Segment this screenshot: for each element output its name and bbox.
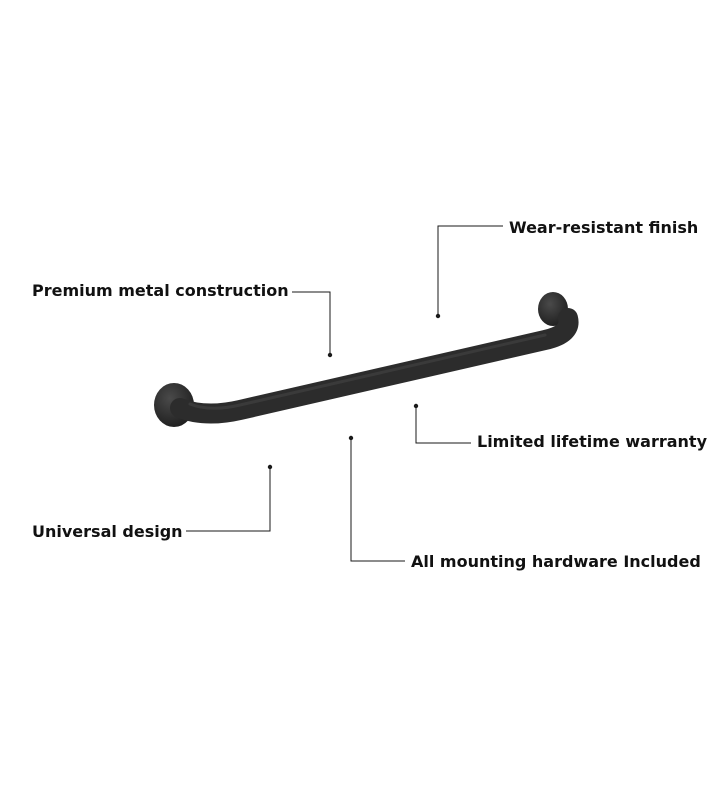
callout-dot-lifetime-warranty [413, 403, 419, 409]
callout-dot-premium-metal [327, 352, 333, 358]
leader-line-mounting-hardware [350, 438, 405, 562]
label-universal-design: Universal design [32, 522, 183, 541]
label-all-mounting-hardware: All mounting hardware Included [411, 552, 701, 571]
callout-dot-universal-design [267, 464, 273, 470]
label-limited-lifetime-warranty: Limited lifetime warranty [477, 432, 707, 451]
leader-line-wear-resistant [437, 225, 503, 316]
callout-dot-mounting-hardware [348, 435, 354, 441]
leader-line-premium-metal [292, 291, 331, 355]
label-premium-metal-construction: Premium metal construction [32, 281, 289, 300]
grab-bar-tube [170, 308, 579, 424]
leader-line-lifetime-warranty [415, 406, 471, 444]
leader-line-universal-design [186, 467, 271, 532]
grab-bar-highlight [188, 333, 547, 410]
callout-dot-wear-resistant [435, 313, 441, 319]
grab-bar-icon [154, 292, 579, 427]
label-wear-resistant-finish: Wear-resistant finish [509, 218, 699, 237]
